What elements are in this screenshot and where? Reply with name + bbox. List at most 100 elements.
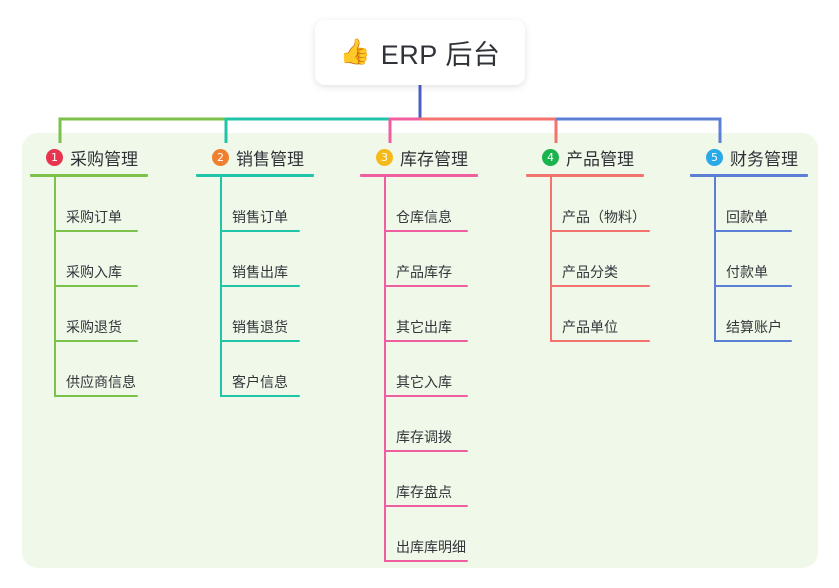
leaf-label: 客户信息 bbox=[232, 374, 288, 390]
leaf-underline bbox=[220, 285, 300, 287]
branch-label: 采购管理 bbox=[70, 149, 138, 169]
leaf-underline bbox=[714, 230, 792, 232]
leaf-node[interactable]: 销售出库 bbox=[196, 232, 346, 287]
leaf-node[interactable]: 销售订单 bbox=[196, 177, 346, 232]
leaf-node[interactable]: 采购入库 bbox=[30, 232, 180, 287]
leaf-list: 销售订单销售出库销售退货客户信息 bbox=[196, 177, 346, 397]
thumbs-up-icon: 👍 bbox=[339, 38, 371, 66]
leaf-node[interactable]: 采购退货 bbox=[30, 287, 180, 342]
leaf-underline bbox=[220, 395, 300, 397]
leaf-label: 供应商信息 bbox=[66, 374, 136, 390]
branch-underline bbox=[526, 174, 644, 177]
leaf-list: 产品（物料） 产品分类产品单位 bbox=[526, 177, 676, 342]
leaf-node[interactable]: 产品库存 bbox=[360, 232, 510, 287]
leaf-node[interactable]: 销售退货 bbox=[196, 287, 346, 342]
branch-number-badge: 4 bbox=[542, 148, 559, 166]
leaf-underline bbox=[384, 285, 468, 287]
branch-spine bbox=[550, 177, 552, 342]
leaf-underline bbox=[714, 285, 792, 287]
branch-header-5[interactable]: 5 财务管理 bbox=[690, 143, 839, 171]
leaf-node[interactable]: 产品分类 bbox=[526, 232, 676, 287]
branch-underline bbox=[196, 174, 314, 177]
leaf-underline bbox=[714, 340, 792, 342]
leaf-label: 其它出库 bbox=[396, 319, 452, 335]
branch-header-1[interactable]: 1 采购管理 bbox=[30, 143, 180, 171]
leaf-node[interactable]: 库存盘点 bbox=[360, 452, 510, 507]
branch-column-4: 4 产品管理产品（物料） 产品分类产品单位 bbox=[526, 143, 676, 342]
branch-number-badge: 1 bbox=[46, 148, 63, 166]
leaf-underline bbox=[384, 450, 468, 452]
leaf-label: 产品库存 bbox=[396, 264, 452, 280]
leaf-label: 库存盘点 bbox=[396, 484, 452, 500]
leaf-underline bbox=[220, 340, 300, 342]
leaf-label: 销售订单 bbox=[232, 209, 288, 225]
leaf-underline bbox=[384, 395, 468, 397]
branch-underline bbox=[360, 174, 478, 177]
leaf-underline bbox=[550, 285, 650, 287]
branch-spine bbox=[714, 177, 716, 342]
leaf-underline bbox=[54, 285, 138, 287]
leaf-underline bbox=[550, 230, 650, 232]
leaf-label: 其它入库 bbox=[396, 374, 452, 390]
leaf-list: 采购订单采购入库采购退货供应商信息 bbox=[30, 177, 180, 397]
leaf-node[interactable]: 付款单 bbox=[690, 232, 839, 287]
leaf-node[interactable]: 客户信息 bbox=[196, 342, 346, 397]
leaf-underline bbox=[384, 340, 468, 342]
branch-label: 销售管理 bbox=[236, 149, 304, 169]
branch-spine bbox=[220, 177, 222, 397]
leaf-node[interactable]: 其它出库 bbox=[360, 287, 510, 342]
leaf-node[interactable]: 结算账户 bbox=[690, 287, 839, 342]
branch-label: 财务管理 bbox=[730, 149, 798, 169]
leaf-list: 回款单付款单结算账户 bbox=[690, 177, 839, 342]
leaf-underline bbox=[550, 340, 650, 342]
branch-spine bbox=[384, 177, 386, 562]
diagram-background-panel bbox=[22, 133, 818, 568]
leaf-label: 产品单位 bbox=[562, 319, 618, 335]
root-title: ERP 后台 bbox=[380, 40, 501, 70]
leaf-label: 库存调拨 bbox=[396, 429, 452, 445]
leaf-label: 采购退货 bbox=[66, 319, 122, 335]
root-node[interactable]: 👍 ERP 后台 bbox=[315, 20, 525, 85]
leaf-node[interactable]: 仓库信息 bbox=[360, 177, 510, 232]
leaf-node[interactable]: 库存调拨 bbox=[360, 397, 510, 452]
branch-number-badge: 5 bbox=[706, 148, 723, 166]
leaf-node[interactable]: 出库库明细 bbox=[360, 507, 510, 562]
branch-header-4[interactable]: 4 产品管理 bbox=[526, 143, 676, 171]
leaf-underline bbox=[54, 230, 138, 232]
leaf-underline bbox=[54, 395, 138, 397]
leaf-label: 产品分类 bbox=[562, 264, 618, 280]
branch-header-2[interactable]: 2 销售管理 bbox=[196, 143, 346, 171]
leaf-underline bbox=[384, 505, 468, 507]
leaf-label: 销售退货 bbox=[232, 319, 288, 335]
branch-header-3[interactable]: 3 库存管理 bbox=[360, 143, 510, 171]
branch-column-3: 3 库存管理仓库信息产品库存其它出库其它入库库存调拨库存盘点出库库明细 bbox=[360, 143, 510, 562]
branch-label: 库存管理 bbox=[400, 149, 468, 169]
leaf-node[interactable]: 供应商信息 bbox=[30, 342, 180, 397]
branch-label: 产品管理 bbox=[566, 149, 634, 169]
leaf-node[interactable]: 回款单 bbox=[690, 177, 839, 232]
leaf-label: 回款单 bbox=[726, 209, 768, 225]
branch-number-badge: 2 bbox=[212, 148, 229, 166]
branch-column-1: 1 采购管理采购订单采购入库采购退货供应商信息 bbox=[30, 143, 180, 397]
branch-column-2: 2 销售管理销售订单销售出库销售退货客户信息 bbox=[196, 143, 346, 397]
branch-underline bbox=[30, 174, 148, 177]
leaf-label: 仓库信息 bbox=[396, 209, 452, 225]
leaf-label: 付款单 bbox=[726, 264, 768, 280]
leaf-node[interactable]: 采购订单 bbox=[30, 177, 180, 232]
leaf-list: 仓库信息产品库存其它出库其它入库库存调拨库存盘点出库库明细 bbox=[360, 177, 510, 562]
leaf-node[interactable]: 产品（物料） bbox=[526, 177, 676, 232]
leaf-label: 产品（物料） bbox=[562, 209, 646, 225]
leaf-label: 出库库明细 bbox=[396, 539, 466, 555]
leaf-node[interactable]: 产品单位 bbox=[526, 287, 676, 342]
branch-number-badge: 3 bbox=[376, 148, 393, 166]
leaf-label: 结算账户 bbox=[726, 319, 782, 335]
leaf-underline bbox=[384, 230, 468, 232]
leaf-underline bbox=[220, 230, 300, 232]
leaf-underline bbox=[54, 340, 138, 342]
branch-underline bbox=[690, 174, 808, 177]
branch-column-5: 5 财务管理回款单付款单结算账户 bbox=[690, 143, 839, 342]
leaf-label: 采购入库 bbox=[66, 264, 122, 280]
branch-spine bbox=[54, 177, 56, 397]
leaf-node[interactable]: 其它入库 bbox=[360, 342, 510, 397]
leaf-label: 销售出库 bbox=[232, 264, 288, 280]
